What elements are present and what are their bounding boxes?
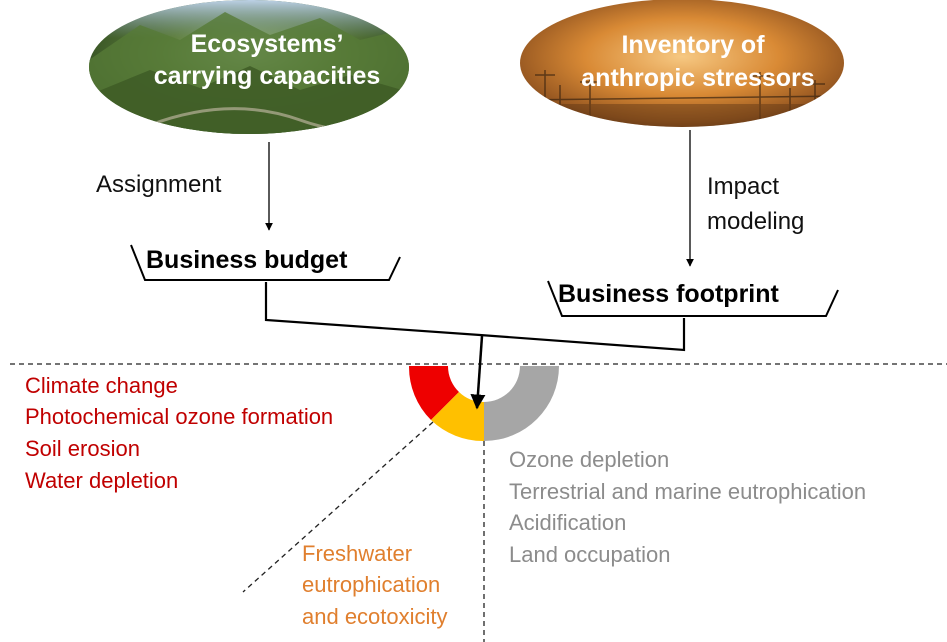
- top-right-title-line2: anthropic stressors: [581, 64, 814, 92]
- business-footprint-label: Business footprint: [558, 280, 780, 308]
- red-category-1: Climate change: [25, 373, 178, 398]
- red-category-list: Climate change Photochemical ozone forma…: [25, 373, 333, 493]
- grey-category-1: Ozone depletion: [509, 447, 669, 472]
- red-category-2: Photochemical ozone formation: [25, 404, 333, 429]
- top-left-title-line2: carrying capacities: [154, 62, 381, 90]
- impact-modeling-label-line1: Impact: [707, 173, 779, 200]
- orange-category-line1: Freshwater: [302, 541, 412, 566]
- diagonal-dashed-line: [242, 421, 434, 593]
- top-right-title-line1: Inventory of: [621, 31, 765, 59]
- orange-category-line2: eutrophication: [302, 572, 440, 597]
- business-budget-label: Business budget: [146, 246, 348, 274]
- gauge: [408, 366, 559, 442]
- impact-modeling-label-line2: modeling: [707, 208, 804, 235]
- red-category-4: Water depletion: [25, 468, 178, 493]
- orange-category: Freshwater eutrophication and ecotoxicit…: [302, 541, 448, 629]
- assignment-label: Assignment: [96, 171, 222, 198]
- grey-category-2: Terrestrial and marine eutrophication: [509, 479, 866, 504]
- top-left-title-line1: Ecosystems’: [191, 30, 344, 58]
- red-category-3: Soil erosion: [25, 436, 140, 461]
- orange-category-line3: and ecotoxicity: [302, 604, 448, 629]
- connector-lines: [264, 282, 686, 352]
- gauge-grey-zone: [484, 366, 559, 441]
- grey-category-4: Land occupation: [509, 542, 670, 567]
- gauge-red-zone: [408, 366, 459, 420]
- grey-category-list: Ozone depletion Terrestrial and marine e…: [509, 447, 866, 567]
- gauge-needle: [470, 335, 486, 410]
- footprint-bracket: [547, 280, 839, 317]
- grey-category-3: Acidification: [509, 510, 626, 535]
- mountain-landscape-image: [89, 0, 409, 134]
- budget-bracket: [130, 244, 401, 281]
